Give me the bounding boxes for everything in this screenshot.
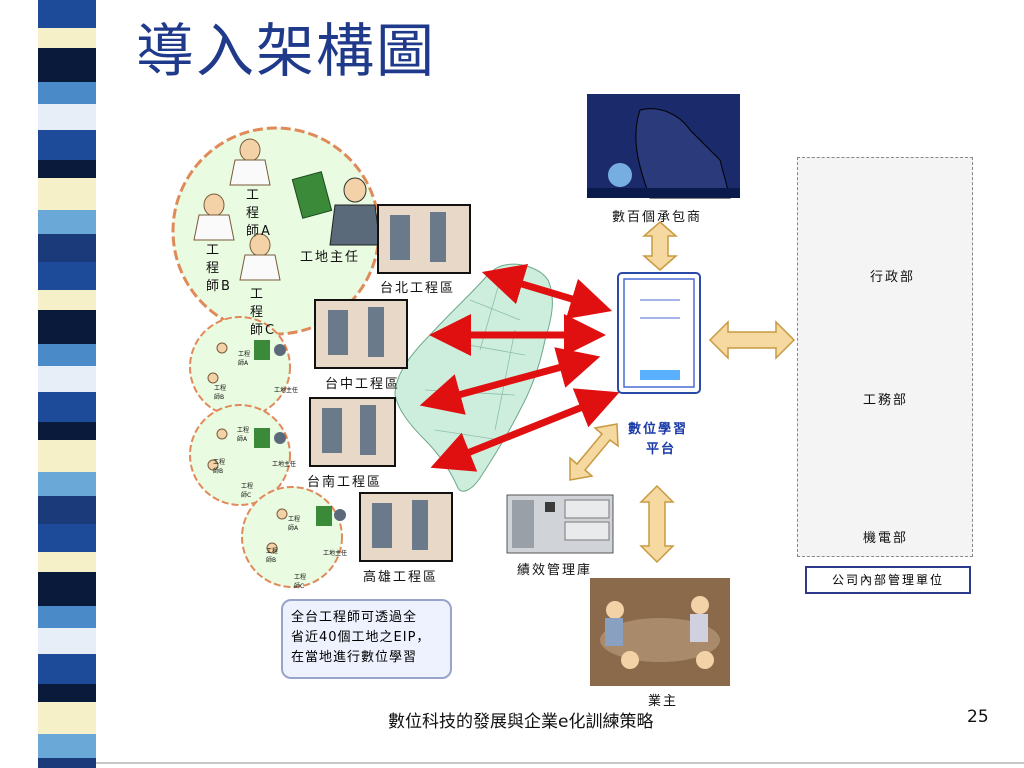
dept-label-mechanical-electrical: 機電部: [863, 531, 909, 546]
note-box: 全台工程師可透過全 省近40個工地之EIP， 在當地進行數位學習: [281, 599, 452, 679]
platform-label-line2: 平台: [646, 442, 677, 457]
footer-caption: 數位科技的發展與企業e化訓練策略: [388, 712, 654, 732]
stripe-segment: [38, 654, 96, 684]
company-units-label: 公司內部管理單位: [805, 566, 971, 594]
page-number: 25: [967, 707, 989, 727]
small-engineer-c-label-3: 工程師C: [294, 574, 307, 590]
engineer-c-label: 工程師C: [250, 287, 277, 338]
stripe-segment: [38, 82, 96, 104]
construction-site-clipart: [309, 204, 471, 562]
engineer-clipart-small: [207, 340, 346, 554]
database-server-icon: [506, 494, 614, 554]
small-engineer-a-label-2: 工程師A: [237, 427, 250, 443]
server-tower-icon: [617, 272, 701, 394]
contractors-label: 數百個承包商: [612, 210, 703, 225]
stripe-segment: [38, 734, 96, 758]
stripe-segment: [38, 344, 96, 366]
small-site-manager-label-2: 工地主任: [272, 461, 297, 468]
note-line-3: 在當地進行數位學習: [291, 650, 418, 665]
stripe-segment: [38, 422, 96, 440]
stripe-segment: [38, 234, 96, 262]
stripe-segment: [38, 48, 96, 82]
note-line-2: 省近40個工地之EIP，: [291, 630, 431, 645]
stripe-segment: [38, 104, 96, 130]
engineer-a-label: 工程師A: [246, 188, 272, 239]
stripe-segment: [38, 210, 96, 234]
meeting-clipart: [590, 578, 730, 686]
stripe-segment: [38, 552, 96, 572]
decorative-stripe-bar: [38, 0, 96, 768]
welder-clipart: [587, 94, 740, 199]
small-site-manager-label: 工地主任: [274, 387, 299, 394]
stripe-segment: [38, 130, 96, 160]
site-manager-label: 工地主任: [300, 250, 361, 265]
stripe-segment: [38, 440, 96, 472]
stripe-segment: [38, 160, 96, 178]
small-engineer-b-label-3: 工程師B: [266, 548, 279, 564]
stripe-segment: [38, 572, 96, 606]
company-units-panel: [797, 157, 973, 557]
stripe-segment: [38, 178, 96, 210]
dept-label-engineering: 工務部: [863, 393, 909, 408]
small-engineer-c-label-2: 工程師C: [241, 483, 254, 499]
region-label-taipei: 台北工程區: [380, 281, 456, 296]
stripe-segment: [38, 628, 96, 654]
stripe-segment: [38, 606, 96, 628]
small-site-manager-label-3: 工地主任: [323, 550, 348, 557]
engineer-b-label: 工程師B: [206, 243, 232, 294]
performance-db-label: 績效管理庫: [517, 563, 593, 578]
stripe-segment: [38, 28, 96, 48]
stripe-segment: [38, 290, 96, 310]
red-double-arrows: [419, 263, 620, 472]
region-label-tainan: 台南工程區: [307, 475, 383, 490]
region-label-taichung: 台中工程區: [325, 377, 401, 392]
engineer-group-circle-4: [241, 486, 343, 588]
footer-divider: [96, 762, 1024, 764]
stripe-segment: [38, 0, 96, 28]
stripe-segment: [38, 684, 96, 702]
small-engineer-b-label: 工程師B: [214, 385, 227, 401]
region-label-kaohsiung: 高雄工程區: [363, 570, 439, 585]
stripe-segment: [38, 702, 96, 734]
stripe-segment: [38, 262, 96, 290]
dept-label-admin: 行政部: [870, 270, 916, 285]
owner-label: 業主: [648, 694, 679, 709]
stripe-segment: [38, 496, 96, 524]
small-engineer-b-label-2: 工程師B: [213, 459, 226, 475]
stripe-segment: [38, 310, 96, 344]
stripe-segment: [38, 472, 96, 496]
stripe-segment: [38, 366, 96, 392]
small-engineer-a-label-3: 工程師A: [288, 516, 301, 532]
stripe-segment: [38, 758, 96, 768]
note-line-1: 全台工程師可透過全: [291, 610, 418, 625]
stripe-segment: [38, 524, 96, 552]
small-engineer-a-label: 工程師A: [238, 351, 251, 367]
page-title: 導入架構圖: [136, 17, 437, 85]
platform-label-line1: 數位學習: [628, 422, 689, 437]
gold-double-arrows: [569, 221, 796, 564]
stripe-segment: [38, 392, 96, 422]
engineer-clipart: [193, 138, 381, 281]
